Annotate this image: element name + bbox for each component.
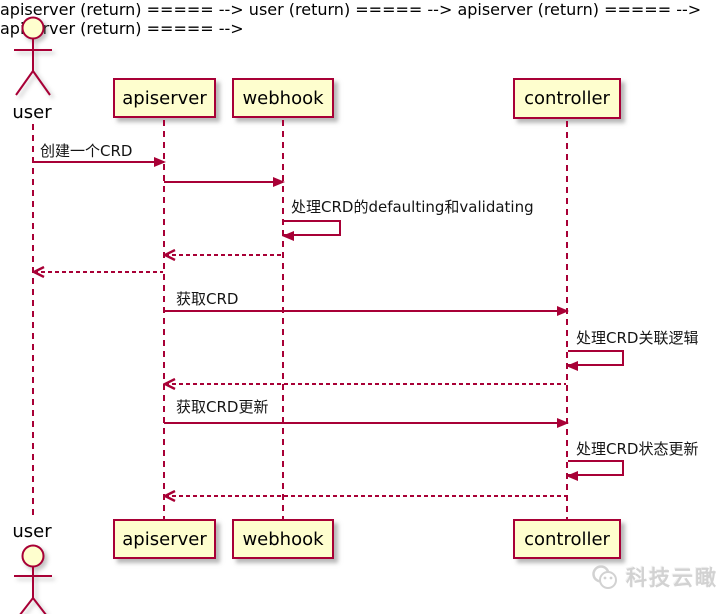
lifeline-user: [32, 124, 34, 520]
actor-figure-top-icon: [14, 16, 52, 96]
message-arrow-apiserver-controller: [164, 306, 569, 316]
watermark-logo-icon: [592, 565, 617, 589]
arrowhead-icon: [566, 471, 578, 481]
participant-webhook-top: webhook: [232, 78, 334, 118]
message-label: 处理CRD状态更新: [576, 440, 699, 458]
message-arrow-apiserver-webhook: [164, 177, 285, 187]
watermark-text: 科技云瞰: [626, 566, 718, 590]
open-arrowhead-icon: [163, 490, 176, 502]
participant-controller-top: controller: [513, 78, 621, 119]
open-arrowhead-icon: [163, 378, 176, 390]
return-arrow-controller-apiserver: [163, 378, 566, 390]
message-arrow-user-apiserver: [33, 157, 166, 167]
message-label: 获取CRD: [176, 290, 239, 308]
return-arrow-apiserver-user: [32, 266, 163, 278]
participant-controller-bottom: controller: [513, 519, 621, 559]
open-arrowhead-icon: [163, 249, 176, 261]
participant-webhook-bottom: webhook: [232, 519, 334, 559]
message-label: 创建一个CRD: [40, 142, 133, 160]
arrowhead-icon: [557, 306, 569, 316]
participant-apiserver-top: apiserver: [113, 78, 216, 118]
actor-user-top-label: user: [12, 102, 52, 123]
self-message-loop-webhook: [282, 220, 341, 241]
arrowhead-icon: [282, 231, 294, 241]
return-arrow-controller-apiserver-2: [163, 490, 566, 502]
arrowhead-icon: [273, 177, 285, 187]
arrowhead-icon: [557, 418, 569, 428]
message-arrow-apiserver-controller-2: [164, 418, 569, 428]
self-message-loop-controller-2: [566, 460, 624, 481]
lifeline-webhook: [282, 120, 284, 519]
watermark: 科技云瞰: [590, 562, 718, 592]
arrowhead-icon: [154, 157, 166, 167]
arrowhead-icon: [566, 361, 578, 371]
message-label: 处理CRD的defaulting和validating: [291, 198, 534, 216]
lifeline-apiserver: [163, 120, 165, 519]
participant-apiserver-bottom: apiserver: [113, 519, 216, 559]
open-arrowhead-icon: [32, 266, 45, 278]
message-label: 处理CRD关联逻辑: [576, 329, 699, 347]
actor-figure-bottom-icon: [14, 544, 52, 614]
self-message-loop-controller: [566, 350, 624, 371]
lifeline-controller: [566, 121, 568, 519]
message-label: 获取CRD更新: [176, 398, 269, 416]
actor-user-bottom-label: user: [12, 521, 52, 542]
return-arrow-webhook-apiserver: [163, 249, 282, 261]
